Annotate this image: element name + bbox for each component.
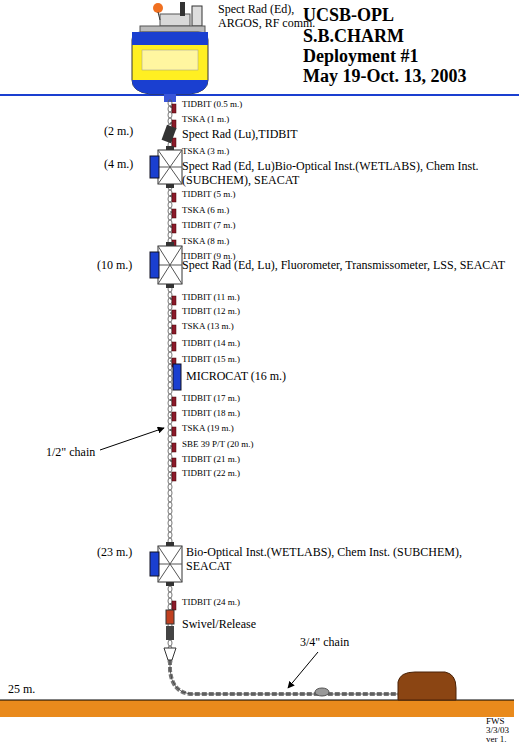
label: 3/4" chain [300,636,349,650]
label: TIDBIT (22 m.) [182,468,240,478]
leader-line [100,428,164,450]
label: TIDBIT (11 m.) [182,292,240,302]
label: Spect Rad (Lu),TIDBIT [182,128,298,142]
title: UCSB-OPL [303,6,394,26]
microcat [173,364,181,390]
three-quarter-chain [170,660,400,694]
label: TIDBIT (17 m.) [182,393,240,403]
label: TSKA (19 m.) [182,423,234,433]
label: TSKA (3 m.) [182,146,229,156]
label: (23 m.) [97,546,132,560]
label: TIDBIT (0.5 m.) [182,99,242,109]
title-line: S.B.CHARM [303,26,404,47]
label: 25 m. [8,683,35,697]
title-line: May 19-Oct. 13, 2003 [303,66,466,87]
label: Swivel/Release [182,618,256,632]
label: TSKA (6 m.) [182,205,229,215]
sinker [315,688,329,696]
instrument-cages [150,146,182,586]
label: TIDBIT (21 m.) [182,454,240,464]
label: (2 m.) [104,125,133,139]
label: Spect Rad (Ed), [218,3,294,17]
label: FWS [486,716,505,726]
leader-line [288,652,318,688]
anchor [398,672,456,700]
label: Bio-Optical Inst.(WETLABS), Chem Inst. (… [186,546,486,574]
label: ARGOS, RF comm. [218,17,315,31]
label: MICROCAT (16 m.) [186,370,286,384]
label: TIDBIT (5 m.) [182,189,236,199]
swivel-release [164,610,176,660]
spect-rad-2m [162,125,177,143]
buoy [132,2,208,102]
seabed [0,700,514,717]
label: SBE 39 P/T (20 m.) [182,439,254,449]
label: Spect Rad (Ed, Lu)Bio-Optical Inst.(WETL… [182,160,492,188]
label: TSKA (13 m.) [182,321,234,331]
label: TIDBIT (15 m.) [182,354,240,364]
label: 3/3/03 [486,725,509,735]
label: TIDBIT (14 m.) [182,338,240,348]
label: TSKA (1 m.) [182,114,229,124]
label: TIDBIT (7 m.) [182,220,236,230]
label: TIDBIT (24 m.) [182,597,240,607]
label: TSKA (8 m.) [182,236,229,246]
label: Spect Rad (Ed, Lu), Fluorometer, Transmi… [182,259,512,273]
sea-surface [0,94,519,96]
label: TIDBIT (18 m.) [182,408,240,418]
title-line: Deployment #1 [303,46,419,67]
label: (10 m.) [97,259,132,273]
label: TIDBIT (12 m.) [182,306,240,316]
label: (4 m.) [104,158,133,172]
label: ver 1. [486,734,507,744]
label: 1/2" chain [46,446,95,460]
